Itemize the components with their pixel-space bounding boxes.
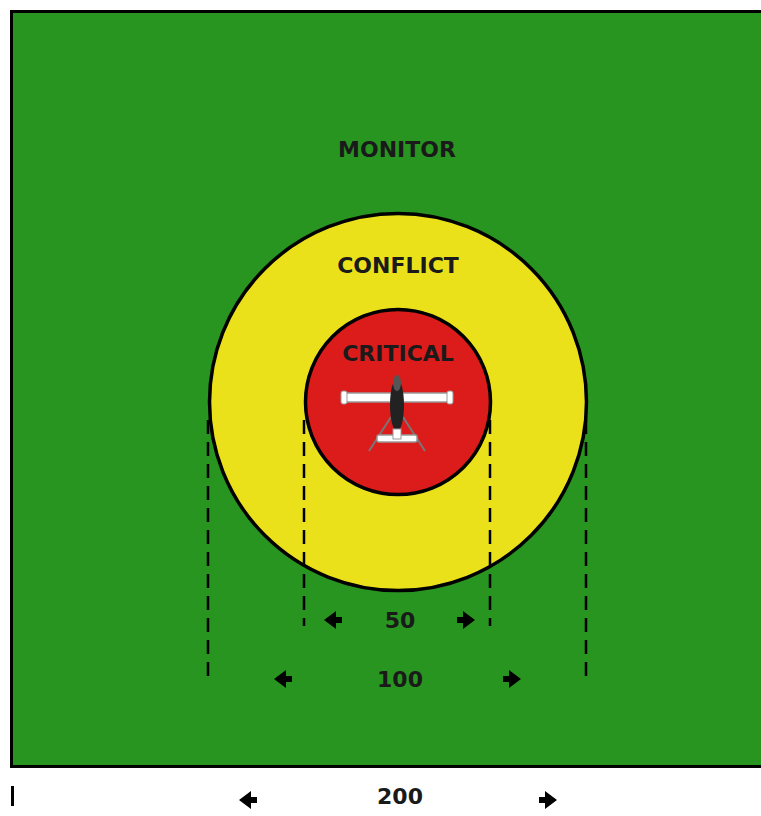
arrow-left xyxy=(239,791,257,809)
aircraft-boom xyxy=(403,417,425,451)
dashed-guide xyxy=(489,420,492,626)
arrow-right xyxy=(457,611,475,629)
zone-label: CRITICAL xyxy=(342,342,454,366)
aircraft-canopy xyxy=(393,375,401,391)
dashed-guide xyxy=(585,420,588,676)
zone-circle xyxy=(306,310,491,495)
aircraft-icon xyxy=(341,375,453,451)
dimension-label: 200 xyxy=(377,785,423,809)
zone-circle xyxy=(210,214,587,591)
dashed-guide xyxy=(303,420,306,626)
arrow-right xyxy=(503,670,521,688)
dimension-guides xyxy=(208,420,586,676)
arrow-right xyxy=(539,791,557,809)
tick-mark xyxy=(11,786,14,806)
dimension-arrows xyxy=(11,611,557,809)
aircraft-wingtip xyxy=(341,391,347,404)
dimension-label: 100 xyxy=(377,668,423,692)
dimension-label: 50 xyxy=(385,609,416,633)
aircraft-boom xyxy=(369,417,391,451)
zone-label: MONITOR xyxy=(338,138,456,162)
arrow-left xyxy=(324,611,342,629)
monitor-zone: MONITOR CONFLICT CRITICAL xyxy=(10,10,761,768)
aircraft-wingtip xyxy=(447,391,453,404)
zone-label: CONFLICT xyxy=(337,254,459,278)
dashed-guide xyxy=(207,420,210,676)
aircraft-tailboom xyxy=(393,429,401,439)
arrow-left xyxy=(274,670,292,688)
